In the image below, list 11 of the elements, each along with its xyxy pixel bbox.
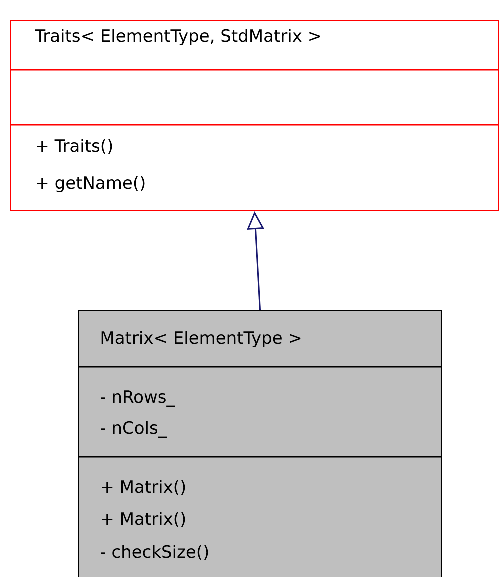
member-text: - checkSize() xyxy=(101,545,208,560)
member-text: + getName() xyxy=(37,176,145,193)
class-box xyxy=(78,310,442,577)
member-text: - nCols_ xyxy=(101,421,168,438)
class-name: Matrix< ElementType > xyxy=(102,331,301,348)
member-text: + Traits() xyxy=(37,139,112,154)
class-name: Traits< ElementType, StdMatrix > xyxy=(35,29,320,46)
member-text: - nRows_ xyxy=(101,390,176,407)
member-text: + Matrix() xyxy=(102,512,186,528)
member-text: + Matrix() xyxy=(102,480,186,496)
class-box xyxy=(10,20,499,212)
